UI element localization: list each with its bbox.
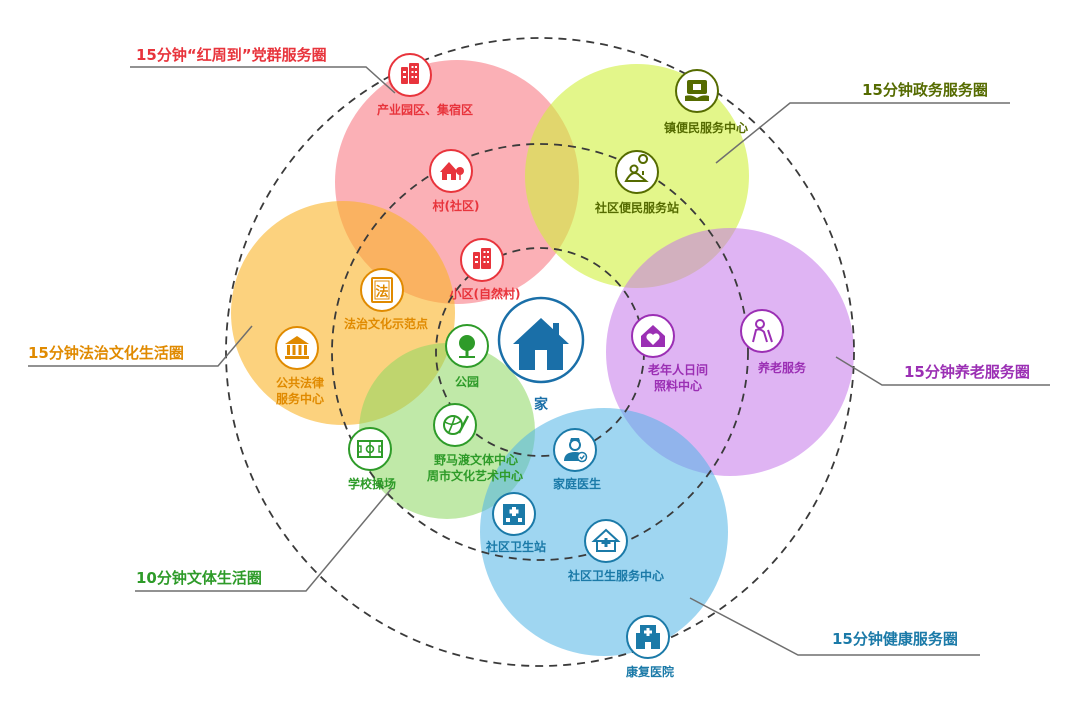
party-leader — [130, 66, 396, 94]
node-community-service-station: 社区便民服务站 — [594, 150, 679, 215]
node-neighborhood: 小区(自然村) — [450, 238, 521, 301]
node-school-field: 学校操场 — [348, 427, 396, 491]
rehab-hospital-label: 康复医院 — [626, 664, 674, 679]
hospital-building-icon — [503, 504, 525, 525]
park-label: 公园 — [455, 375, 479, 389]
leader-lines — [28, 66, 1050, 656]
school-field-label: 学校操场 — [348, 476, 396, 491]
elderly-callout: 15分钟养老服务圈 — [904, 363, 1030, 381]
middle-ring — [331, 143, 749, 561]
family-doctor-label: 家庭医生 — [553, 476, 601, 491]
health-leader — [689, 597, 980, 656]
gov-leader — [715, 102, 1010, 164]
sports-callout: 10分钟文体生活圈 — [136, 569, 262, 587]
outer-ring — [225, 37, 855, 667]
legal-service-label-line1: 公共法律 — [276, 375, 324, 390]
house-icon — [513, 318, 569, 370]
elderly-leader — [835, 356, 1050, 386]
elderly-day-care-label-line1: 老年人日间 — [648, 362, 708, 377]
node-village: 村(社区) — [429, 149, 480, 213]
node-town-service-center: 镇便民服务中心 — [664, 69, 748, 135]
law-demo-site-label: 法治文化示范点 — [344, 316, 428, 331]
node-elderly-day-care: 老年人日间 照料中心 — [631, 314, 708, 393]
node-elderly-service: 养老服务 — [740, 309, 807, 375]
home-node: 家 — [497, 296, 585, 413]
elderly-service-label: 养老服务 — [757, 360, 807, 375]
town-service-center-label: 镇便民服务中心 — [664, 120, 748, 135]
node-rehab-hospital: 康复医院 — [626, 615, 674, 679]
health-station-label: 社区卫生站 — [485, 539, 546, 554]
community-service-station-label: 社区便民服务站 — [594, 200, 679, 215]
culture-center-label-line2: 周市文化艺术中心 — [427, 468, 523, 483]
elderly-day-care-label-line2: 照料中心 — [654, 378, 702, 393]
party-callout: 15分钟“红周到”党群服务圈 — [136, 46, 327, 64]
law-book-glyph: 法 — [375, 284, 388, 300]
legal-service-label-line2: 服务中心 — [276, 391, 324, 406]
law-leader — [28, 325, 253, 367]
node-health-service-center: 社区卫生服务中心 — [567, 519, 664, 583]
node-family-doctor: 家庭医生 — [553, 428, 601, 491]
sports-leader — [135, 487, 393, 592]
home-label: 家 — [534, 396, 549, 413]
health-service-center-label: 社区卫生服务中心 — [567, 568, 664, 583]
node-health-station: 社区卫生站 — [485, 492, 546, 554]
node-legal-service: 公共法律 服务中心 — [275, 326, 324, 406]
law-callout: 15分钟法治文化生活圈 — [28, 344, 184, 362]
culture-center-label-line1: 野马渡文体中心 — [434, 452, 518, 467]
neighborhood-label: 小区(自然村) — [450, 286, 521, 301]
industrial-park-label: 产业园区、集宿区 — [377, 102, 473, 117]
node-law-demo-site: 法 法治文化示范点 — [344, 268, 428, 331]
elderly-service-blob — [606, 228, 854, 476]
node-park: 公园 — [445, 324, 489, 389]
health-callout: 15分钟健康服务圈 — [832, 630, 958, 648]
village-label: 村(社区) — [433, 198, 480, 213]
node-industrial-park: 产业园区、集宿区 — [377, 53, 473, 117]
gov-callout: 15分钟政务服务圈 — [862, 81, 988, 99]
node-culture-center: 野马渡文体中心 周市文化艺术中心 — [427, 403, 523, 483]
